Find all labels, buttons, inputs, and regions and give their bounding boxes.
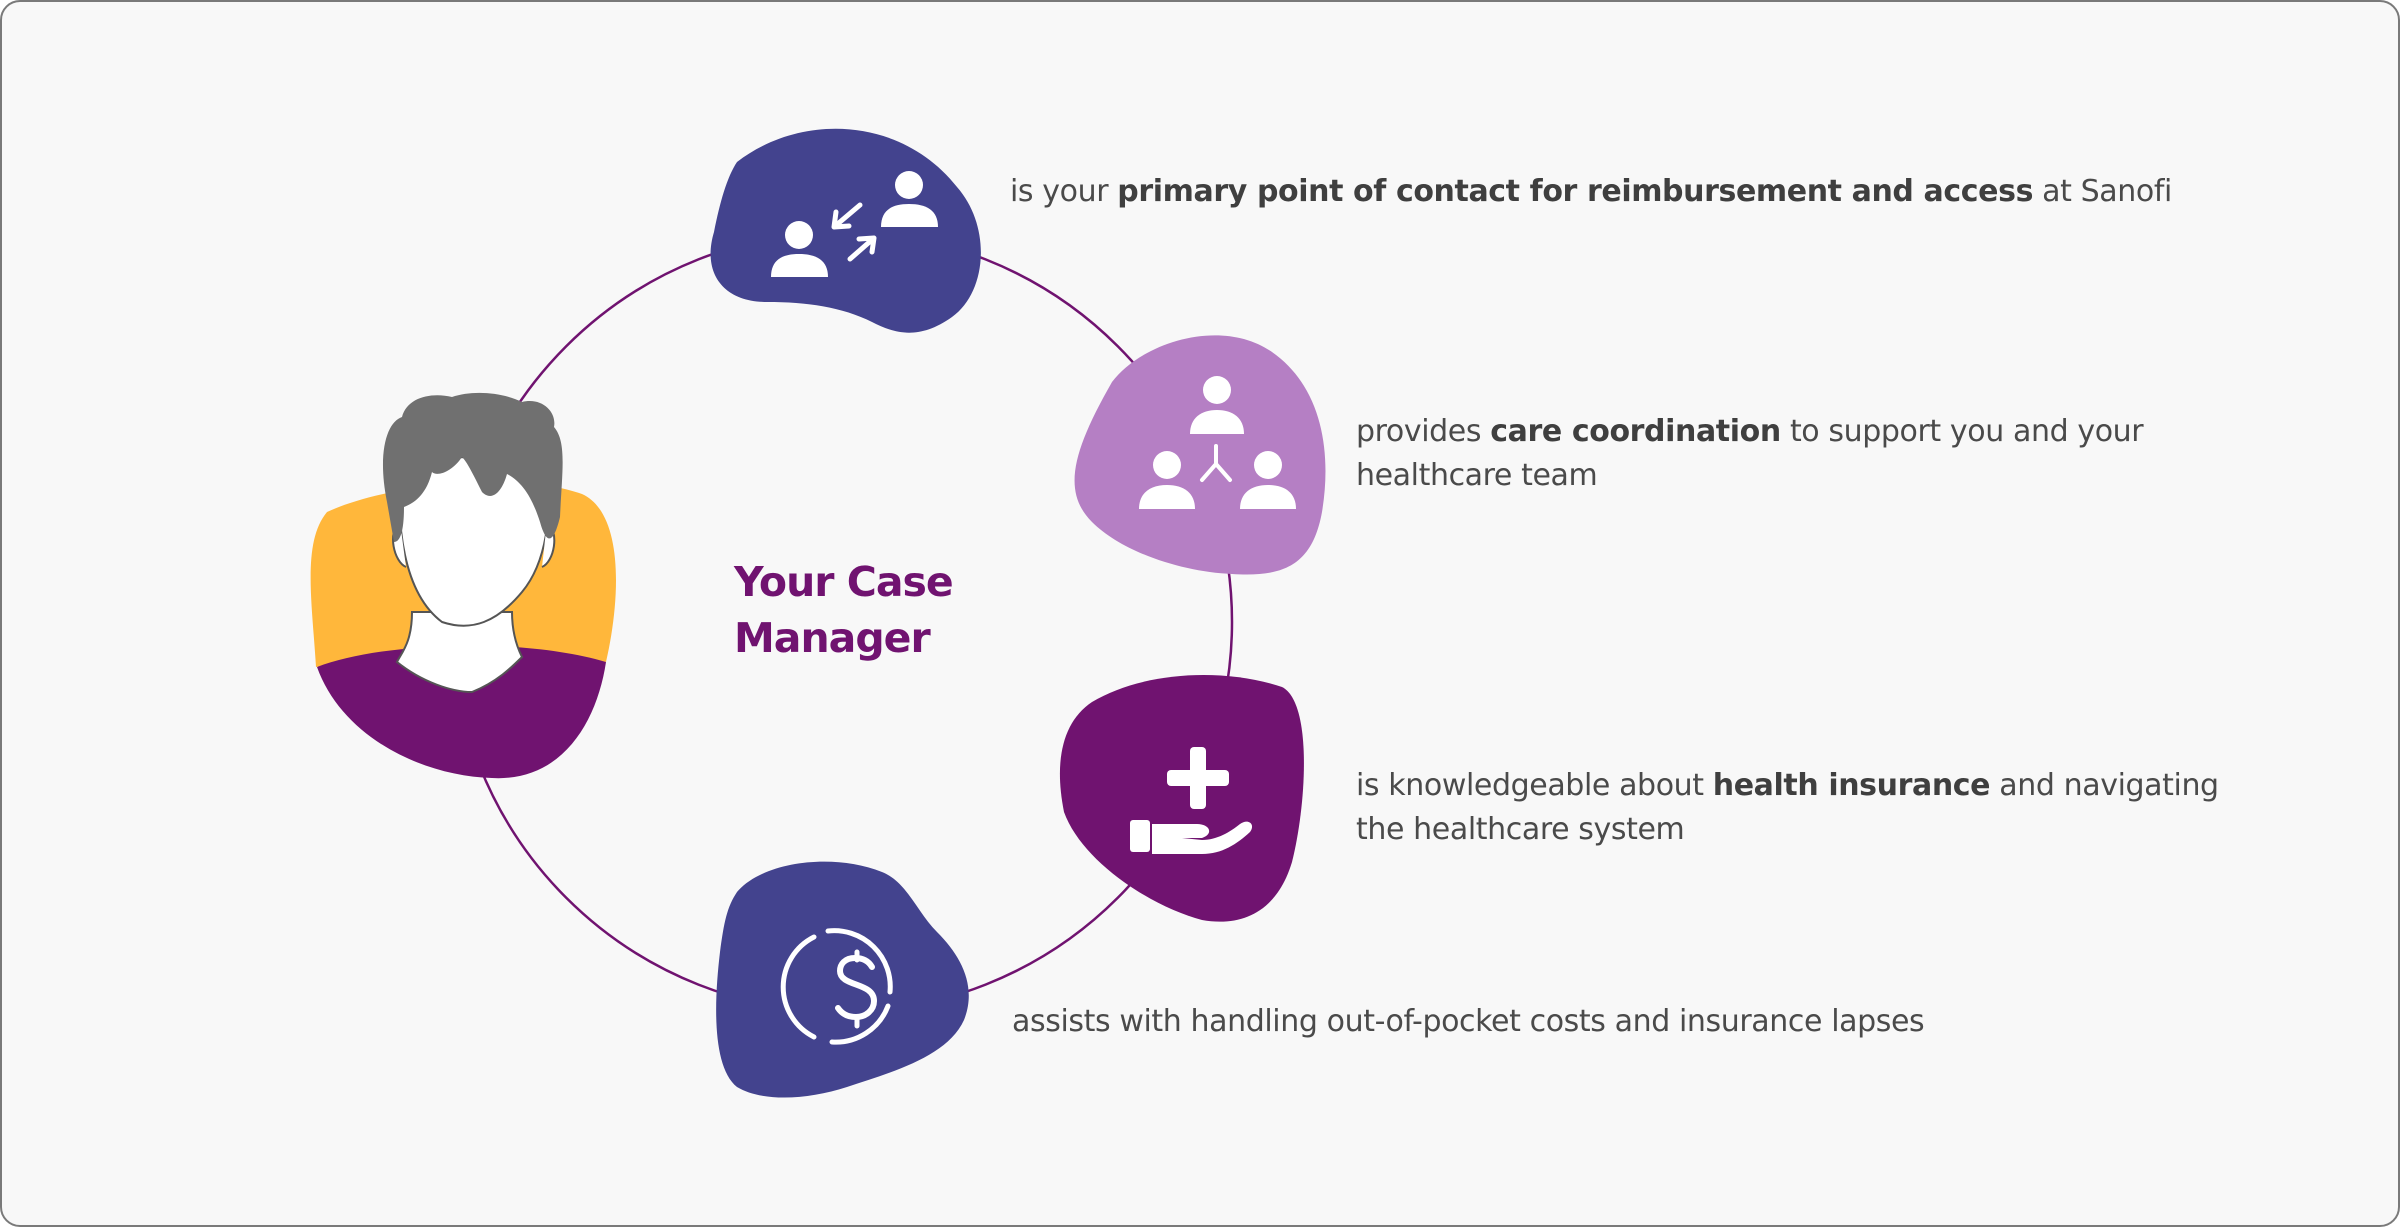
coordination-description-line-2: healthcare team bbox=[1356, 458, 1598, 493]
insurance-description: is knowledgeable about health insurance … bbox=[1356, 764, 2219, 852]
dollar-circle-icon bbox=[780, 928, 893, 1045]
three-people-network-icon bbox=[1139, 376, 1296, 509]
costs-description: assists with handling out-of-pocket cost… bbox=[1012, 1000, 1925, 1044]
insurance-blob bbox=[1059, 675, 1304, 922]
insurance-description-line-1: is knowledgeable about health insurance … bbox=[1356, 764, 2219, 808]
coordination-pre: provides bbox=[1356, 414, 1491, 449]
coordination-description: provides care coordination to support yo… bbox=[1356, 410, 2144, 498]
person-avatar-icon bbox=[310, 392, 616, 779]
insurance-description-line-2: the healthcare system bbox=[1356, 812, 1685, 847]
title-line-2: Manager bbox=[734, 614, 931, 662]
insurance-bold: health insurance bbox=[1712, 768, 1991, 803]
insurance-post: and navigating bbox=[1990, 768, 2219, 803]
coordination-post: to support you and your bbox=[1780, 414, 2144, 449]
coordination-bold: care coordination bbox=[1490, 414, 1781, 449]
page-title: Your Case Manager bbox=[734, 554, 954, 666]
contact-description-line: is your primary point of contact for rei… bbox=[1010, 170, 2172, 214]
contact-pre: is your bbox=[1010, 174, 1118, 209]
contact-post: at Sanofi bbox=[2033, 174, 2172, 209]
coordination-blob bbox=[1074, 335, 1326, 575]
contact-blob bbox=[710, 128, 981, 333]
insurance-pre: is knowledgeable about bbox=[1356, 768, 1713, 803]
contact-description: is your primary point of contact for rei… bbox=[1010, 170, 2172, 214]
hand-with-plus-icon bbox=[1130, 747, 1253, 854]
title-line-1: Your Case bbox=[734, 558, 954, 606]
costs-description-line: assists with handling out-of-pocket cost… bbox=[1012, 1004, 1925, 1039]
contact-bold: primary point of contact for reimburseme… bbox=[1117, 174, 2034, 209]
costs-blob bbox=[716, 861, 969, 1098]
coordination-description-line-1: provides care coordination to support yo… bbox=[1356, 410, 2144, 454]
two-people-exchange-arrows-icon bbox=[771, 171, 938, 277]
